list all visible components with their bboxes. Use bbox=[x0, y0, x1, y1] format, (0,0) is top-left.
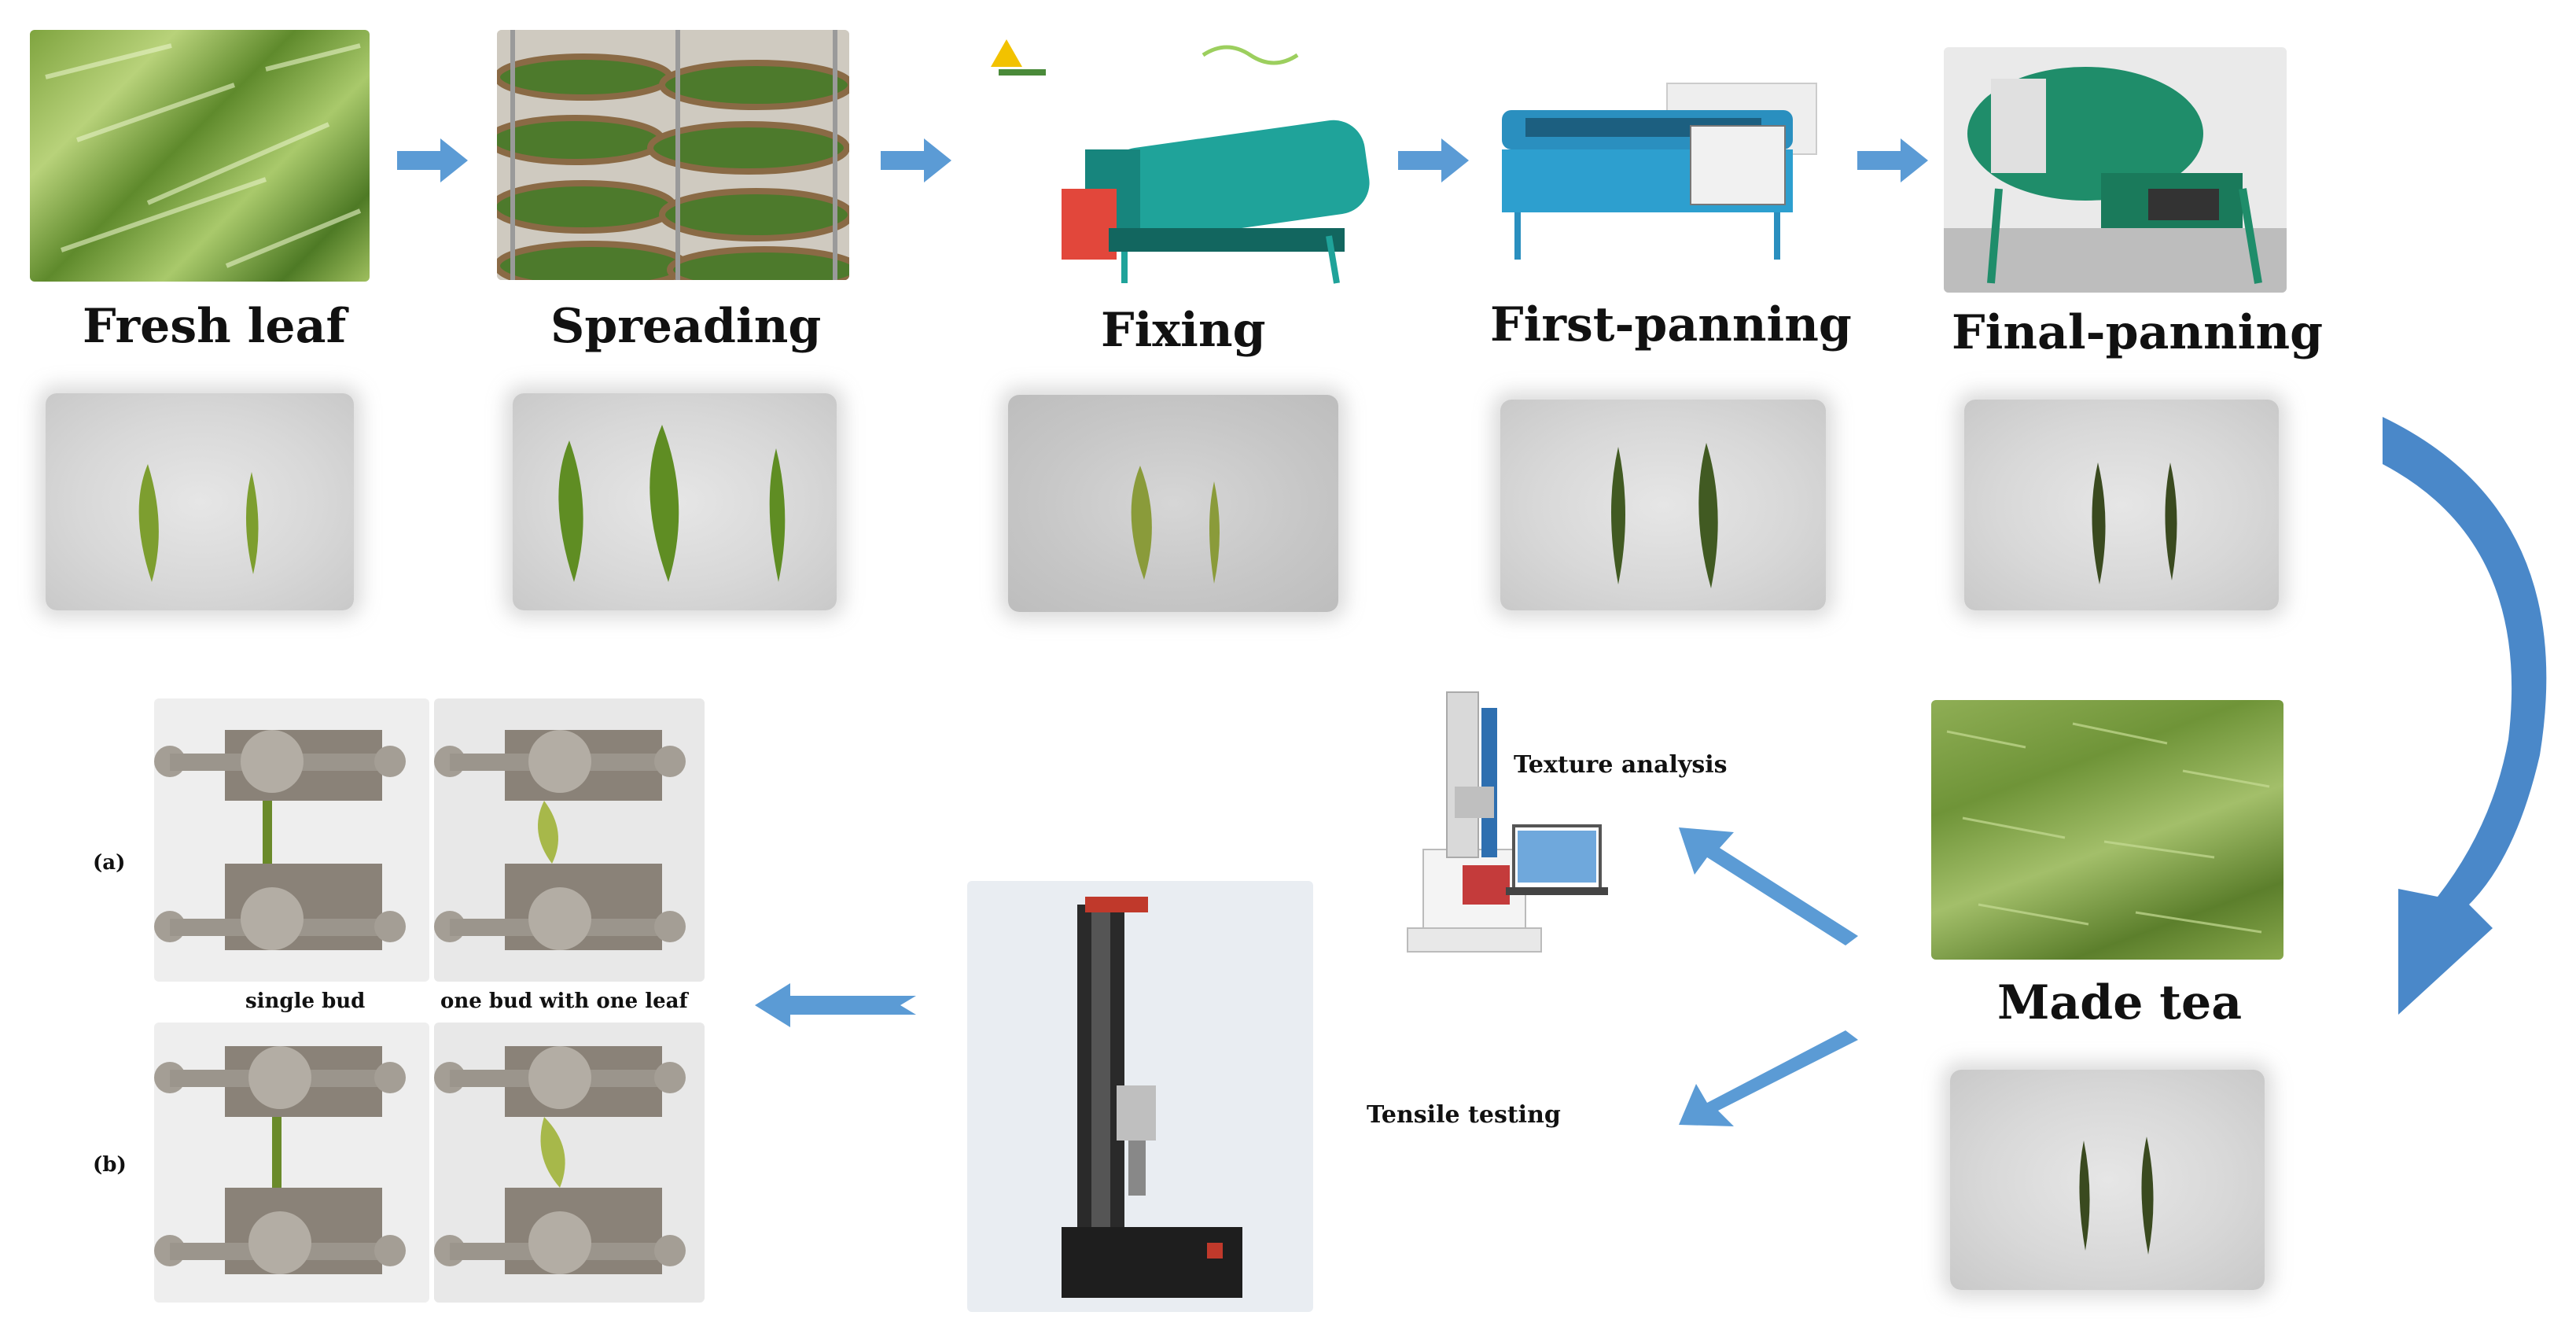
arrow-fresh-to-spreading bbox=[397, 138, 468, 182]
clamp-a-single-bud bbox=[154, 698, 429, 982]
tensile-tester-machine bbox=[1062, 897, 1242, 1298]
final-panning-machine bbox=[1944, 67, 2287, 293]
clamp-a-bud-leaf bbox=[434, 698, 705, 982]
clamp-label-bud-leaf: one bud with one leaf bbox=[440, 989, 688, 1013]
arrow-spreading-to-fixing bbox=[881, 138, 951, 182]
made-tea-sample-shapes bbox=[2079, 1137, 2154, 1255]
spreading-sample-shapes bbox=[558, 425, 786, 582]
final-panning-photo bbox=[1944, 47, 2287, 293]
arrow-fixing-to-first-panning bbox=[1398, 138, 1469, 182]
step-label-final-panning: Final-panning bbox=[1952, 305, 2324, 360]
clamp-b-single-bud-shape bbox=[154, 1046, 406, 1274]
clamp-a-single-bud-shape bbox=[154, 730, 406, 950]
spreading-photo bbox=[497, 30, 849, 280]
clamp-b-bud-leaf-shape bbox=[434, 1046, 686, 1274]
made-tea-photo bbox=[1931, 700, 2283, 960]
step-label-fresh-leaf: Fresh leaf bbox=[83, 299, 347, 354]
clamp-label-single-bud: single bud bbox=[245, 989, 366, 1013]
clamp-b-bud-leaf bbox=[434, 1023, 705, 1303]
tensile-tester-photo bbox=[967, 881, 1313, 1312]
panel-label-a: (a) bbox=[93, 851, 126, 875]
texture-analyser-image bbox=[1407, 691, 1608, 953]
spreading-sample bbox=[513, 393, 837, 610]
texture-analysis-label: Texture analysis bbox=[1514, 751, 1728, 779]
step-label-spreading: Spreading bbox=[550, 299, 822, 354]
clamp-b-single-bud bbox=[154, 1023, 429, 1303]
spreading-racks bbox=[497, 30, 849, 280]
panel-label-b: (b) bbox=[93, 1153, 127, 1177]
first-panning-machine bbox=[1502, 83, 1817, 260]
fresh-leaf-photo bbox=[30, 30, 370, 282]
step-label-fixing: Fixing bbox=[1101, 303, 1266, 358]
clamp-a-bud-leaf-shape bbox=[434, 730, 686, 950]
final-panning-sample bbox=[1964, 400, 2279, 610]
made-tea-label: Made tea bbox=[1997, 975, 2243, 1030]
arrow-to-clamp-images bbox=[755, 983, 916, 1027]
arrow-to-tensile-testing bbox=[1679, 1030, 1858, 1126]
fresh-leaf-sample-shapes bbox=[138, 464, 259, 582]
fixing-sample-shapes bbox=[1131, 466, 1220, 584]
arrow-first-to-final-panning bbox=[1857, 138, 1928, 182]
step-label-first-panning: First-panning bbox=[1490, 297, 1852, 352]
fixing-machine bbox=[991, 39, 1370, 284]
made-tea-texture bbox=[1946, 722, 2270, 934]
final-panning-sample-shapes bbox=[2092, 462, 2177, 584]
made-tea-sample bbox=[1950, 1070, 2265, 1290]
fresh-leaf-texture bbox=[45, 43, 362, 268]
first-panning-sample bbox=[1500, 400, 1826, 610]
first-panning-sample-shapes bbox=[1611, 443, 1718, 588]
fresh-leaf-sample bbox=[46, 393, 354, 610]
curved-arrow-to-made-tea bbox=[2383, 417, 2547, 1015]
fixing-sample bbox=[1008, 395, 1338, 612]
arrow-to-texture-analysis bbox=[1679, 827, 1858, 945]
tensile-testing-label: Tensile testing bbox=[1367, 1101, 1561, 1129]
